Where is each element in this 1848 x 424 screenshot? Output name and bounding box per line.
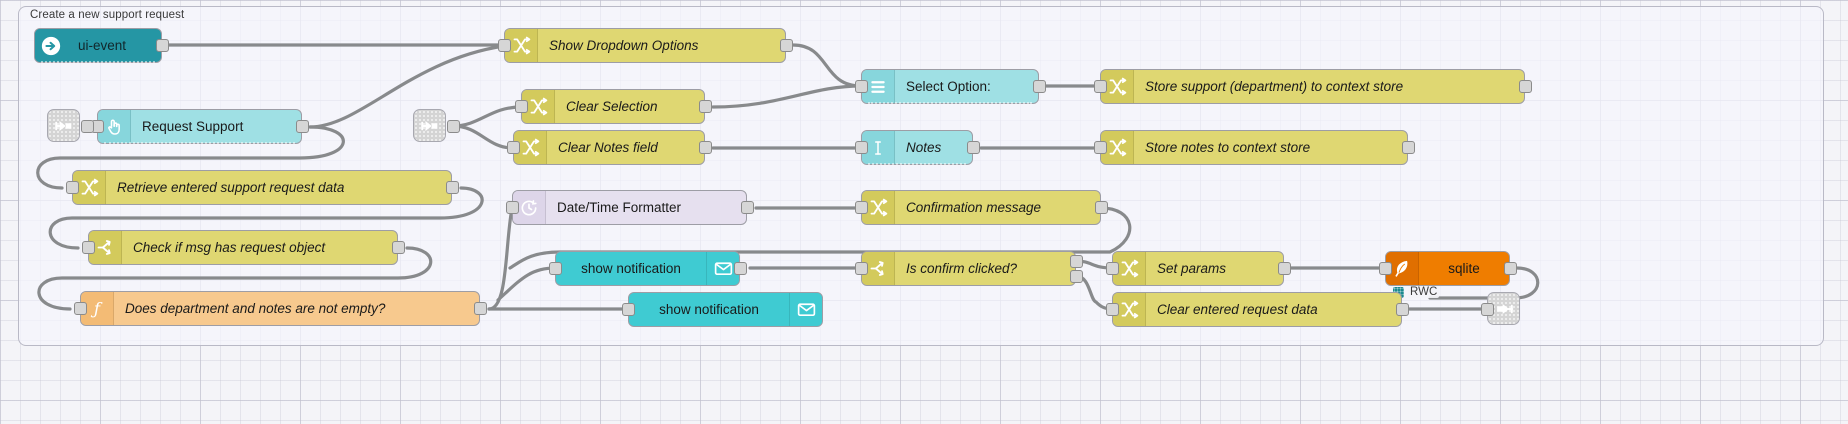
port-out-set-params[interactable] [1278, 262, 1291, 275]
port-in-confirmation-message[interactable] [855, 201, 868, 214]
port-in-date-time-formatter[interactable] [506, 201, 519, 214]
port-in-store-notes[interactable] [1094, 141, 1107, 154]
node-label: Check if msg has request object [133, 240, 326, 255]
node-retrieve-entered-support-request-data[interactable]: Retrieve entered support request data [72, 170, 452, 205]
change-node-icon [1113, 252, 1146, 285]
port-out-clear-selection[interactable] [699, 100, 712, 113]
node-label: Is confirm clicked? [906, 261, 1018, 276]
port-out-link-in-2[interactable] [447, 120, 460, 133]
node-is-confirm-clicked[interactable]: Is confirm clicked? [861, 251, 1076, 286]
node-show-dropdown-options[interactable]: Show Dropdown Options [504, 28, 786, 63]
node-label: Request Support [142, 119, 244, 134]
node-label: Store support (department) to context st… [1145, 79, 1404, 94]
port-out-show-dropdown-options[interactable] [780, 39, 793, 52]
node-label: Clear Notes field [558, 140, 658, 155]
node-label: sqlite [1448, 261, 1480, 276]
node-label: Set params [1157, 261, 1227, 276]
node-clear-selection[interactable]: Clear Selection [521, 89, 705, 124]
port-in-clear-selection[interactable] [515, 100, 528, 113]
port-in-check-request-object[interactable] [82, 241, 95, 254]
port-out-request-support[interactable] [296, 120, 309, 133]
node-link-out-1[interactable] [1487, 292, 1520, 325]
node-label: Clear entered request data [1157, 302, 1318, 317]
port-out-1-is-confirm-clicked[interactable] [1070, 255, 1083, 268]
node-clear-entered-request-data[interactable]: Clear entered request data [1112, 292, 1402, 327]
port-out-show-notification-1[interactable] [734, 262, 747, 275]
node-does-department-and-notes-are-not-empty[interactable]: ƒ Does department and notes are not empt… [80, 291, 480, 326]
node-confirmation-message[interactable]: Confirmation message [861, 190, 1101, 225]
port-in-select-option[interactable] [855, 80, 868, 93]
node-ui-event[interactable]: ui-event [34, 28, 162, 63]
node-label: ui-event [78, 38, 127, 53]
envelope-icon [789, 293, 822, 326]
node-link-in-2[interactable] [413, 109, 446, 142]
port-out-check-request-object[interactable] [392, 241, 405, 254]
node-select-option[interactable]: Select Option: [861, 69, 1039, 104]
port-out-retrieve-data[interactable] [446, 181, 459, 194]
node-clear-notes-field[interactable]: Clear Notes field [513, 130, 705, 165]
port-out-2-is-confirm-clicked[interactable] [1070, 270, 1083, 283]
node-notes[interactable]: Notes [861, 130, 973, 165]
node-label: Store notes to context store [1145, 140, 1311, 155]
node-store-notes-to-context-store[interactable]: Store notes to context store [1100, 130, 1408, 165]
node-link-in-1[interactable] [47, 109, 80, 142]
port-in-retrieve-data[interactable] [66, 181, 79, 194]
link-in-icon [420, 120, 437, 131]
node-label: show notification [659, 302, 759, 317]
port-out-notes[interactable] [967, 141, 980, 154]
node-label: show notification [581, 261, 681, 276]
port-in-clear-entered-request-data[interactable] [1106, 303, 1119, 316]
node-label: Retrieve entered support request data [117, 180, 345, 195]
node-label: Show Dropdown Options [549, 38, 699, 53]
node-label: Confirmation message [906, 200, 1042, 215]
port-in-show-dropdown-options[interactable] [498, 39, 511, 52]
envelope-icon [706, 252, 739, 285]
port-in-set-params[interactable] [1106, 262, 1119, 275]
svg-text:ƒ: ƒ [90, 299, 103, 318]
change-node-icon [862, 191, 895, 224]
port-out-clear-notes-field[interactable] [699, 141, 712, 154]
node-store-support-to-context-store[interactable]: Store support (department) to context st… [1100, 69, 1525, 104]
port-out-store-notes[interactable] [1402, 141, 1415, 154]
node-label: Date/Time Formatter [557, 200, 682, 215]
port-in-clear-notes-field[interactable] [507, 141, 520, 154]
node-label: Does department and notes are not empty? [125, 301, 386, 316]
switch-node-icon [862, 252, 895, 285]
node-label: Select Option: [906, 79, 991, 94]
port-out-clear-entered-request-data[interactable] [1396, 303, 1409, 316]
arrow-circle-right-icon [35, 29, 67, 62]
node-date-time-formatter[interactable]: Date/Time Formatter [512, 190, 747, 225]
port-out-sqlite[interactable] [1504, 262, 1517, 275]
node-sqlite[interactable]: sqlite [1385, 251, 1510, 286]
port-out-store-support[interactable] [1519, 80, 1532, 93]
node-show-notification-1[interactable]: show notification [555, 251, 740, 286]
link-in-icon [54, 120, 71, 131]
node-request-support[interactable]: Request Support [97, 109, 302, 144]
port-in-link-out-1[interactable] [1481, 303, 1494, 316]
node-show-notification-2[interactable]: show notification [628, 292, 823, 327]
node-check-if-msg-has-request-object[interactable]: Check if msg has request object [88, 230, 398, 265]
node-label: Notes [906, 140, 942, 155]
link-out-icon [1496, 303, 1513, 314]
port-out-link-in-1[interactable] [81, 120, 94, 133]
port-out-ui-event[interactable] [156, 39, 169, 52]
port-in-sqlite[interactable] [1379, 262, 1392, 275]
flow-group-label: Create a new support request [30, 9, 185, 21]
node-set-params[interactable]: Set params [1112, 251, 1284, 286]
status-label: RWC [1408, 286, 1440, 298]
node-label: Clear Selection [566, 99, 658, 114]
port-in-show-notification-1[interactable] [549, 262, 562, 275]
port-in-is-confirm-clicked[interactable] [855, 262, 868, 275]
port-out-select-option[interactable] [1033, 80, 1046, 93]
port-out-confirmation-message[interactable] [1095, 201, 1108, 214]
port-out-date-time-formatter[interactable] [741, 201, 754, 214]
port-in-show-notification-2[interactable] [622, 303, 635, 316]
port-in-store-support[interactable] [1094, 80, 1107, 93]
port-in-notes[interactable] [855, 141, 868, 154]
port-out-does-department-notes-not-empty[interactable] [474, 302, 487, 315]
port-in-does-department-notes-not-empty[interactable] [74, 302, 87, 315]
